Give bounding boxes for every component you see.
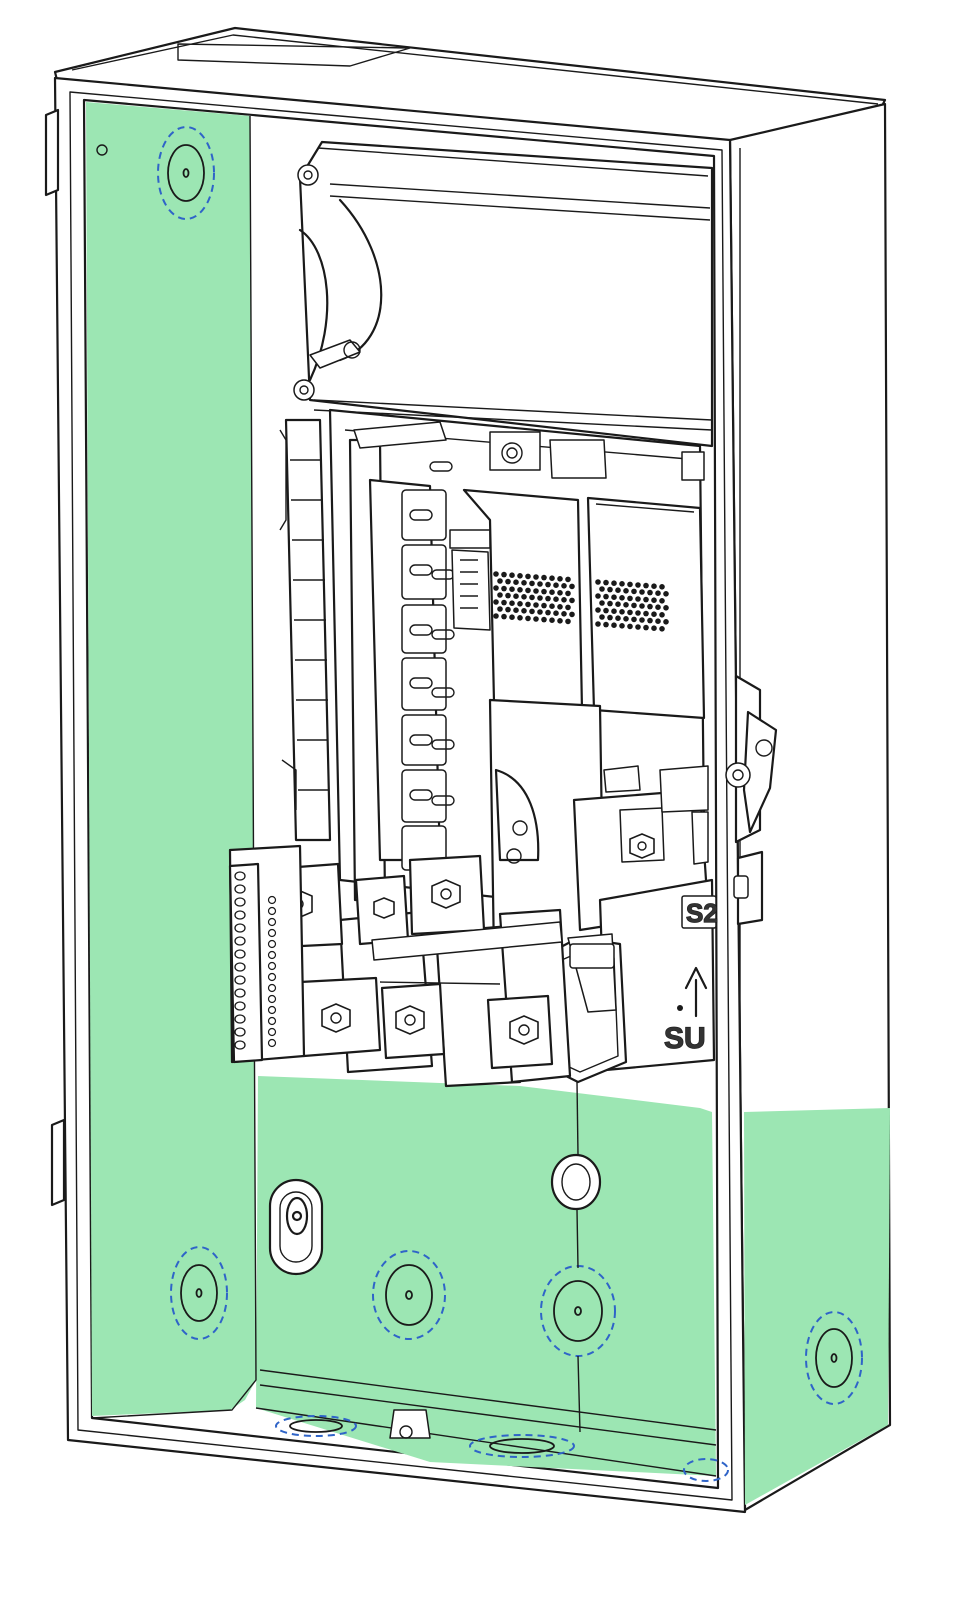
s2-marking: S2 [686, 898, 718, 928]
meter-housing [293, 140, 714, 448]
arrow-up-icon [677, 966, 708, 1018]
latch-icon [725, 674, 778, 926]
breaker-assembly: S2 SU [228, 408, 778, 1088]
vent-module [462, 488, 706, 720]
knockout-icon [157, 126, 863, 1482]
hinge-icon [44, 108, 66, 1207]
mounting-zone [86, 102, 890, 1505]
su-marking: SU [664, 1022, 706, 1055]
neutral-bar-icon [228, 844, 306, 1064]
breaker-slot [401, 489, 447, 871]
mounting-slot [268, 1178, 324, 1276]
